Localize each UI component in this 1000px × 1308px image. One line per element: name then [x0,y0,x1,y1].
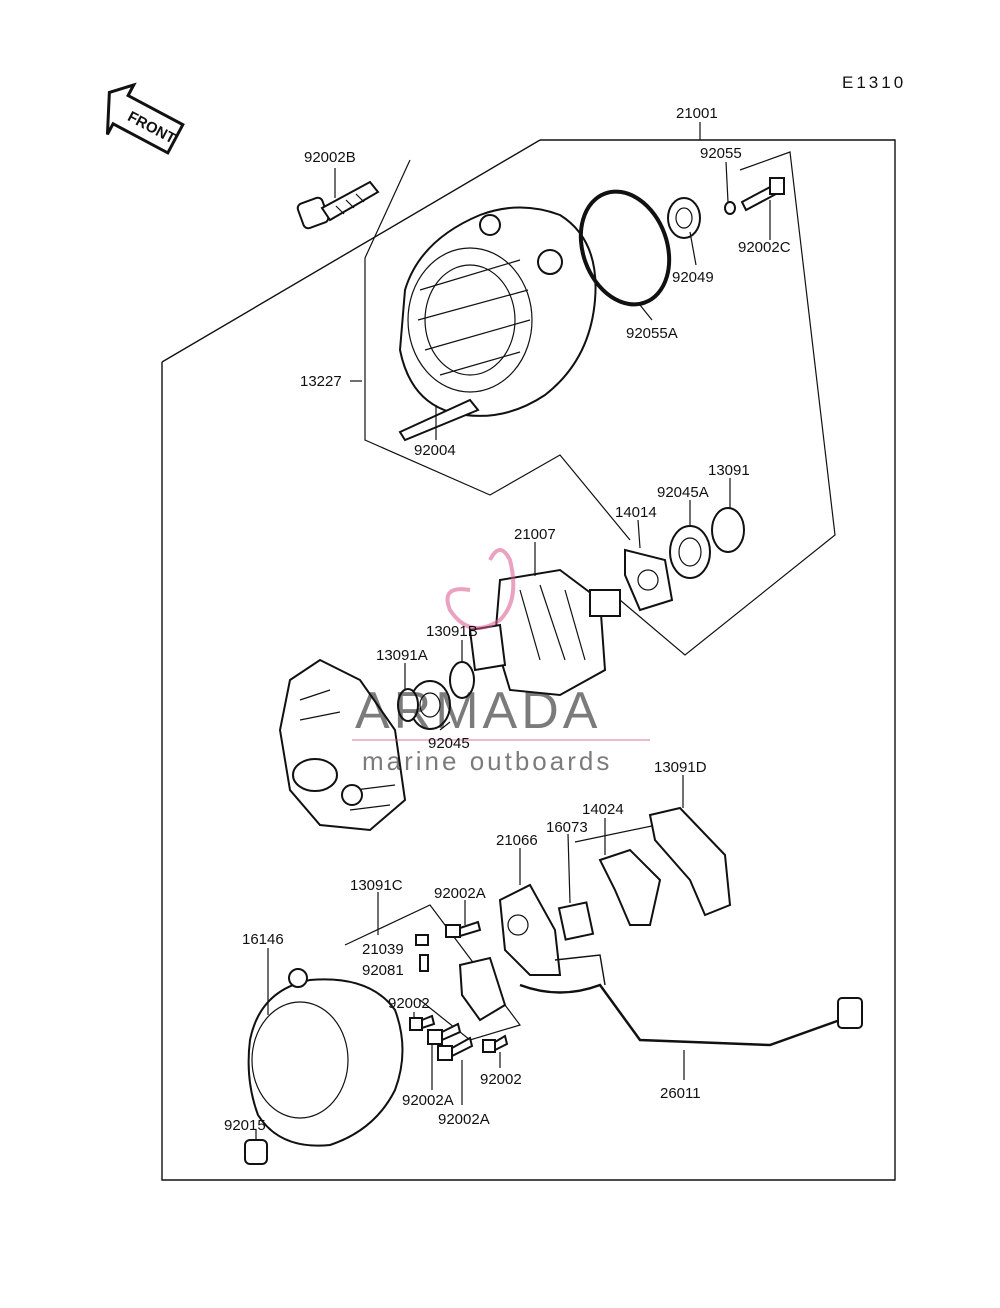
part-label: 21001 [676,105,718,122]
watermark-brand: ARMADA [355,682,601,740]
retainer-plate-14014 [624,548,674,612]
watermark: ARMADA marine outboards [352,548,650,776]
part-label: 92045A [657,484,709,501]
part-label: 14014 [615,504,657,521]
rear-housing-13227 [398,206,597,442]
stator-group-bracket [364,159,631,541]
part-label: 92002B [304,149,356,166]
assembly-frame [161,139,896,1181]
part-label: 92055A [626,325,678,342]
cable-26011 [519,954,863,1047]
bearing-92049 [667,197,701,239]
o-ring-92055 [724,201,736,215]
part-label: 13091C [350,877,403,894]
bracket-14024 [598,848,662,926]
leader-lines [255,122,771,1140]
o-ring-92055A [578,189,672,307]
part-label: 14024 [582,801,624,818]
rotor-21007 [468,568,621,697]
part-label: 13227 [300,373,342,390]
part-label: 21007 [514,526,556,543]
bolt-92002C [740,177,785,212]
clip-21039 [415,934,429,946]
nut-92015 [244,1139,268,1165]
part-labels: 21001 92002B 92055 92002C 92049 92055A 1… [224,105,791,1134]
brush-16073 [557,901,595,941]
holder-21066 [498,883,562,976]
rectifier-13091D [648,806,732,917]
part-label: 92002 [480,1071,522,1088]
part-label: 92002A [402,1092,454,1109]
cover-16146 [247,968,404,1147]
part-label: 92002C [738,239,791,256]
diagram-code: E1310 [842,73,906,92]
socket-bolt-92002B [296,180,380,230]
part-label: 13091 [708,462,750,479]
part-label: 16073 [546,819,588,836]
part-label: 92049 [672,269,714,286]
part-label: 13091D [654,759,707,776]
part-label: 92081 [362,962,404,979]
watermark-tagline: marine outboards [362,746,612,776]
bearing-group-bracket [619,151,836,656]
part-label: 92045 [428,735,470,752]
part-label: 92002A [438,1111,490,1128]
part-label: 21066 [496,832,538,849]
bearing-92045 [409,680,451,730]
part-label: 92055 [700,145,742,162]
screw-group [409,920,509,1061]
front-arrow-icon: FRONT [105,82,185,155]
front-housing [278,658,407,832]
part-label: 92002A [434,885,486,902]
part-label: 16146 [242,931,284,948]
part-label: 92002 [388,995,430,1012]
part-label: 13091B [426,623,478,640]
part-label: 26011 [660,1085,701,1102]
spacer-13091A [397,688,419,722]
spring-92081 [419,954,429,972]
part-label: 92004 [414,442,456,459]
part-label: 13091A [376,647,428,664]
spacer-13091 [711,507,745,553]
part-label: 21039 [362,941,404,958]
regulator-plate [458,956,507,1022]
part-label: 92015 [224,1117,266,1134]
bearing-92045A [669,525,711,579]
